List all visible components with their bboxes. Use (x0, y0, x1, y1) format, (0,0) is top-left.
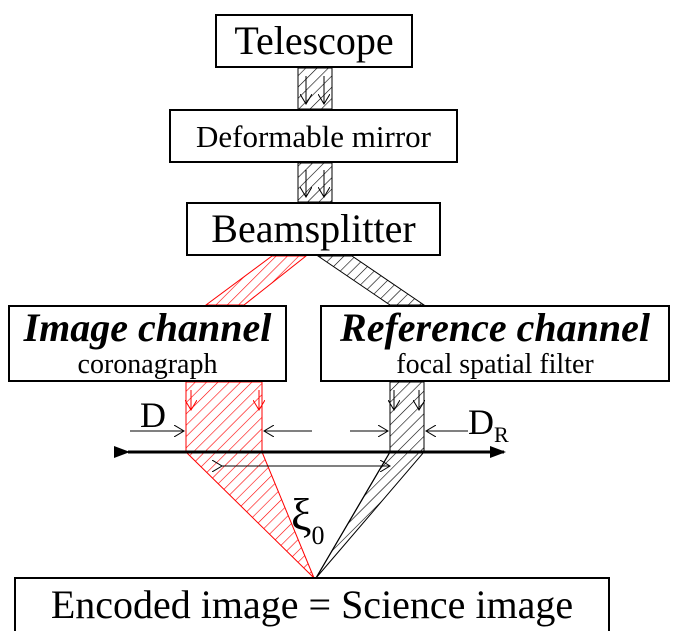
reference-channel-box: Reference channel focal spatial filter (320, 305, 670, 382)
beam-to-reference-channel (316, 255, 426, 306)
beam-mirror-to-beamsplitter (297, 162, 333, 203)
separation-label: ξ0 (291, 492, 325, 549)
reference-channel-subtitle: focal spatial filter (396, 349, 594, 380)
image-channel-subtitle: coronagraph (77, 349, 218, 380)
reference-pupil-symbol: D (468, 402, 494, 442)
deformable-mirror-box: Deformable mirror (169, 109, 458, 163)
beam-telescope-to-mirror (297, 67, 333, 110)
beamsplitter-box: Beamsplitter (186, 202, 441, 256)
pupil-diameter-label: D (140, 395, 166, 435)
separation-subscript: 0 (311, 521, 325, 550)
image-channel-box: Image channel coronagraph (8, 305, 287, 382)
image-channel-title: Image channel (23, 305, 272, 350)
encoded-image-box: Encoded image = Science image (14, 577, 610, 631)
telescope-label: Telescope (234, 18, 394, 63)
encoded-image-label: Encoded image = Science image (50, 582, 574, 627)
reference-pupil-diameter-label: DR (468, 404, 509, 446)
separation-symbol: ξ (291, 489, 312, 540)
reference-channel-title: Reference channel (340, 305, 650, 350)
image-channel-output-beam (186, 381, 315, 579)
reference-channel-output-beam (315, 381, 424, 579)
telescope-box: Telescope (215, 14, 413, 68)
reference-pupil-subscript: R (494, 422, 509, 447)
beamsplitter-label: Beamsplitter (211, 206, 416, 251)
beam-to-image-channel (204, 255, 308, 306)
deformable-mirror-label: Deformable mirror (196, 118, 431, 154)
